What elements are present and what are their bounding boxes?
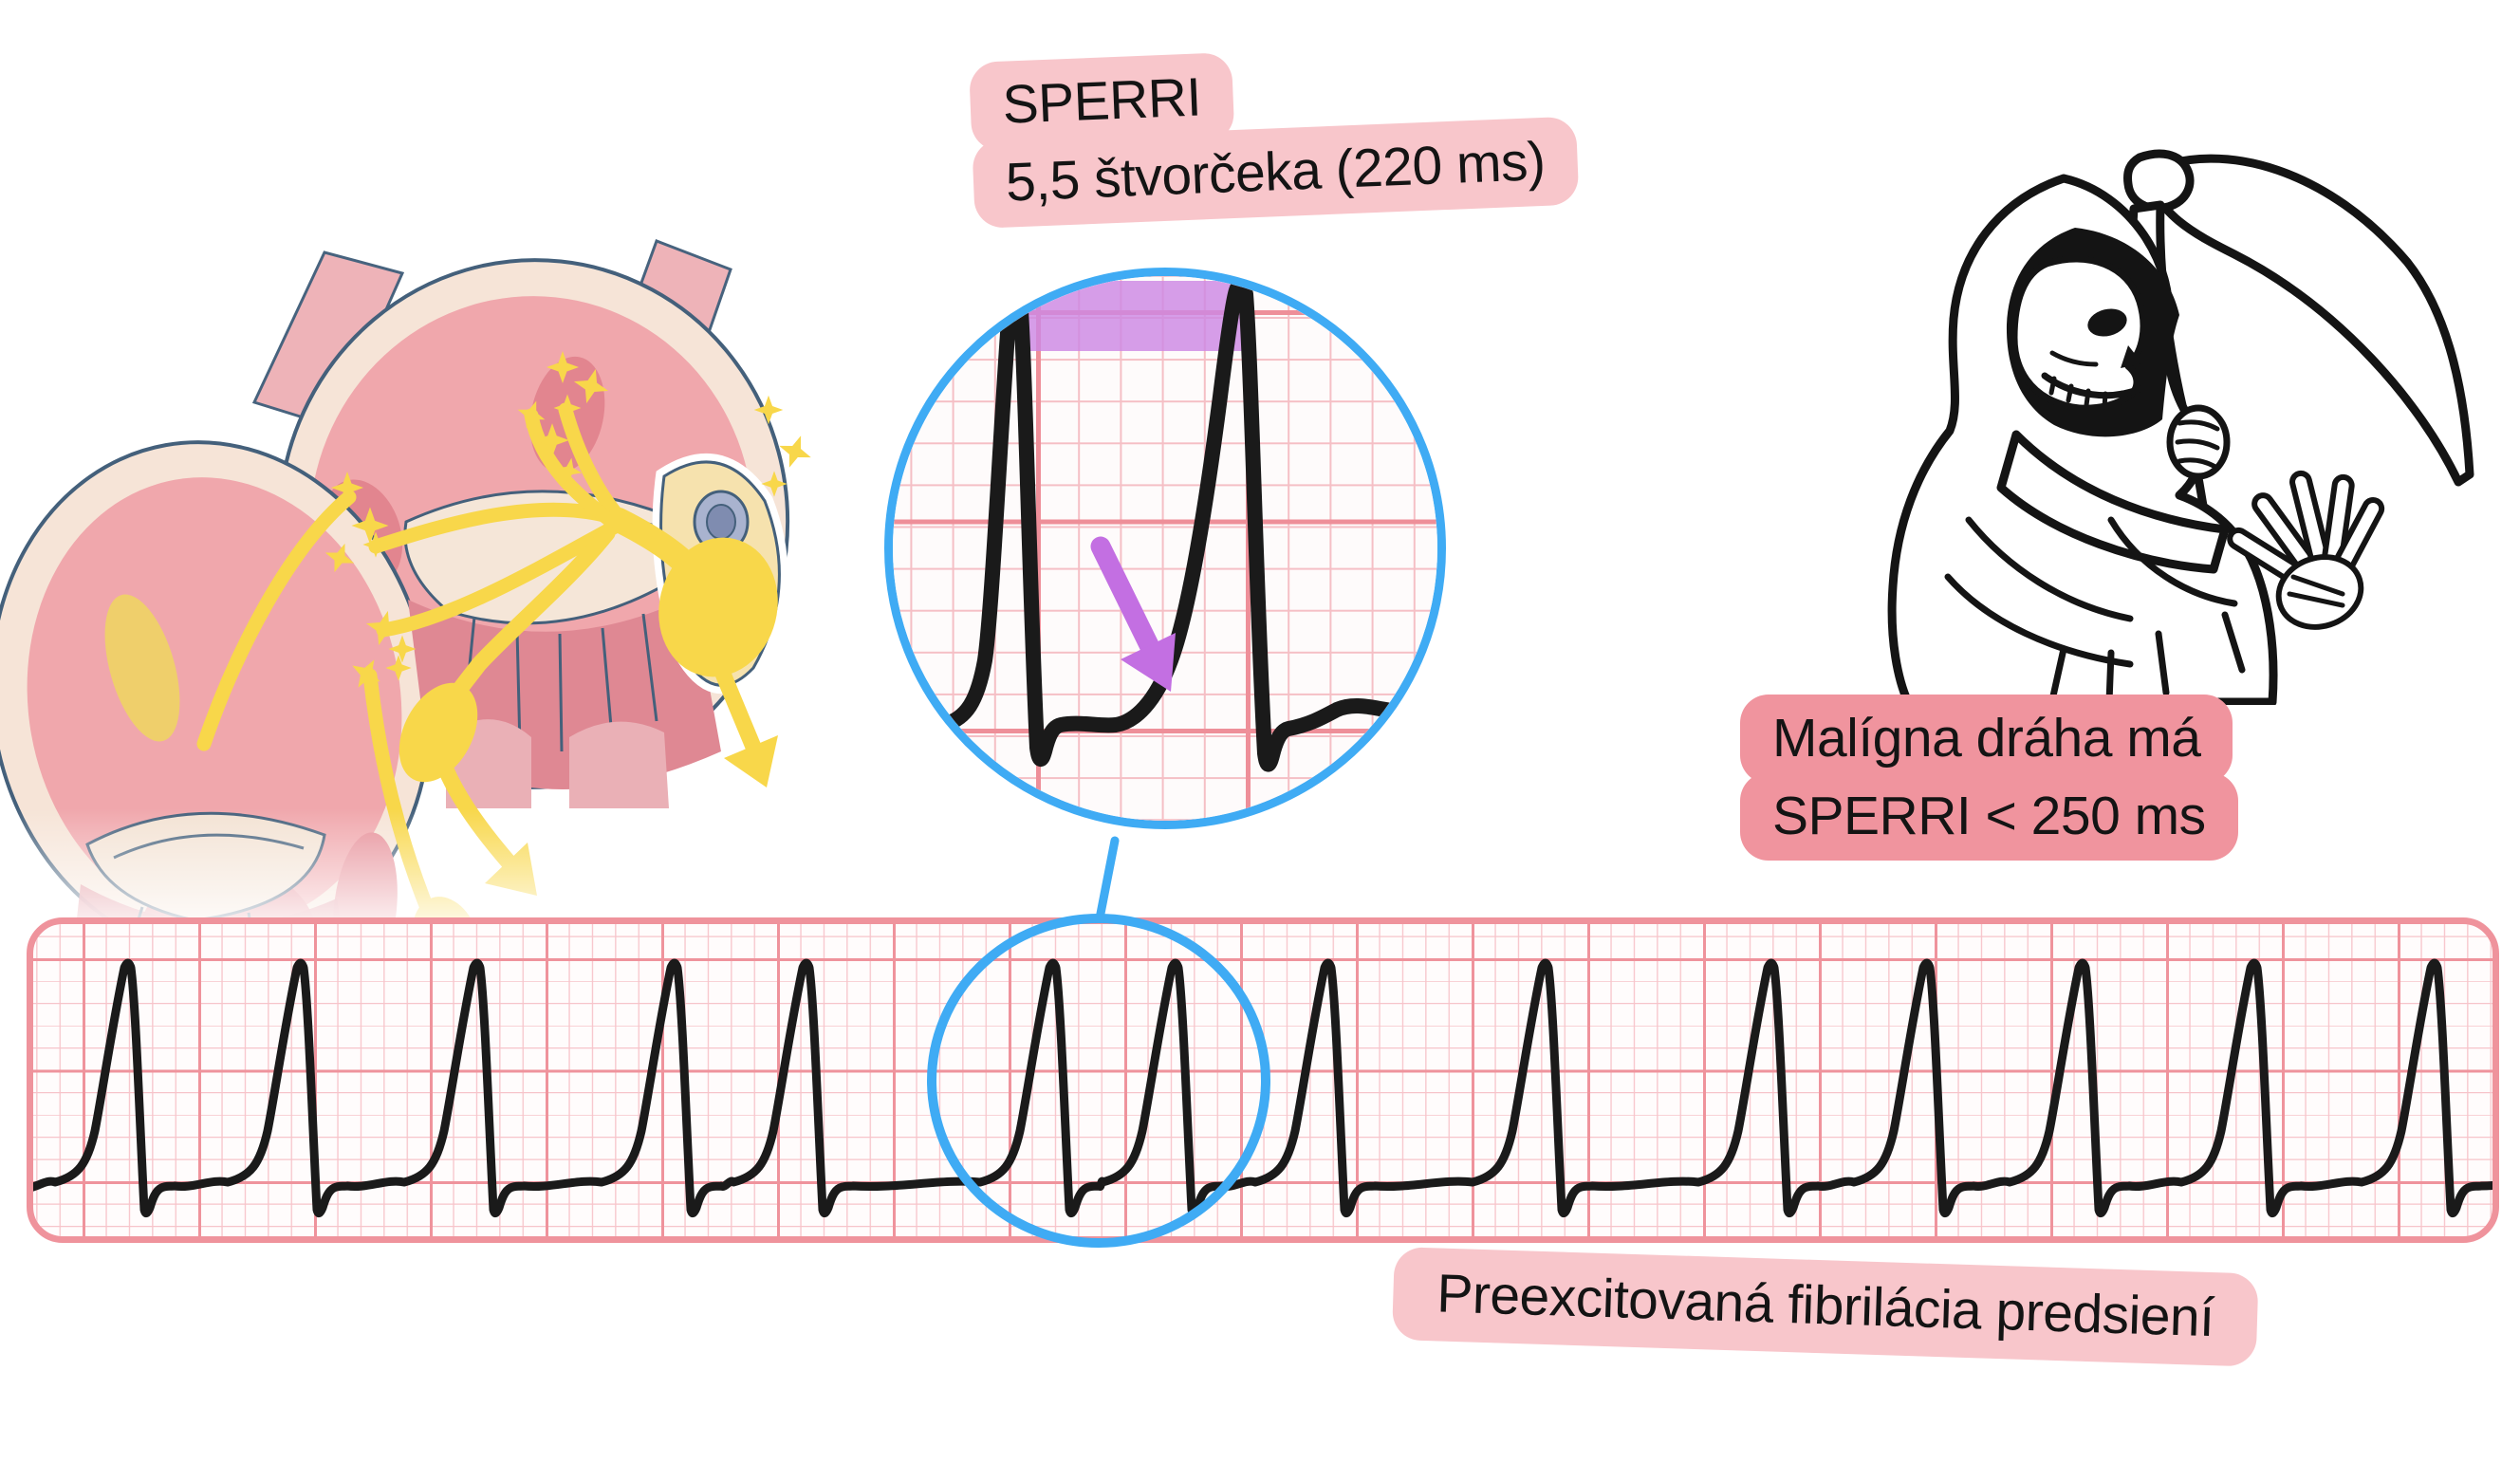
maligna-label-line1: Malígna dráha má (1740, 695, 2233, 784)
conduction-arrowhead-right (724, 735, 778, 787)
grim-reaper-illustration (1887, 149, 2474, 705)
fat-pad (104, 594, 180, 742)
skeletal-hand (2227, 470, 2385, 630)
sperri-label: SPERRI 5,5 štvorčeka (220 ms) (968, 39, 1580, 230)
ecg-zoom-circle (884, 268, 1446, 829)
gripping-hand (2166, 404, 2231, 480)
sperri-interval-highlight (1017, 281, 1248, 351)
accessory-pathway-blob (658, 537, 778, 677)
zoom-connector-line (1095, 836, 1120, 923)
sleeve (1996, 430, 2230, 574)
ecg-rhythm-strip (27, 917, 2499, 1243)
skull (2010, 255, 2147, 412)
eye-socket (2087, 308, 2127, 337)
strip-label: Preexcitovaná fibrilácia predsiení (1391, 1247, 2259, 1367)
heart-illustration (0, 239, 873, 970)
strip-label-text: Preexcitovaná fibrilácia predsiení (1391, 1247, 2259, 1367)
maligna-label: Malígna dráha má SPERRI < 250 ms (1740, 695, 2238, 861)
scythe-blade (2144, 154, 2474, 487)
maligna-label-line2: SPERRI < 250 ms (1740, 771, 2238, 861)
nose (2121, 345, 2142, 368)
delta-wave-arrow (1090, 536, 1176, 692)
